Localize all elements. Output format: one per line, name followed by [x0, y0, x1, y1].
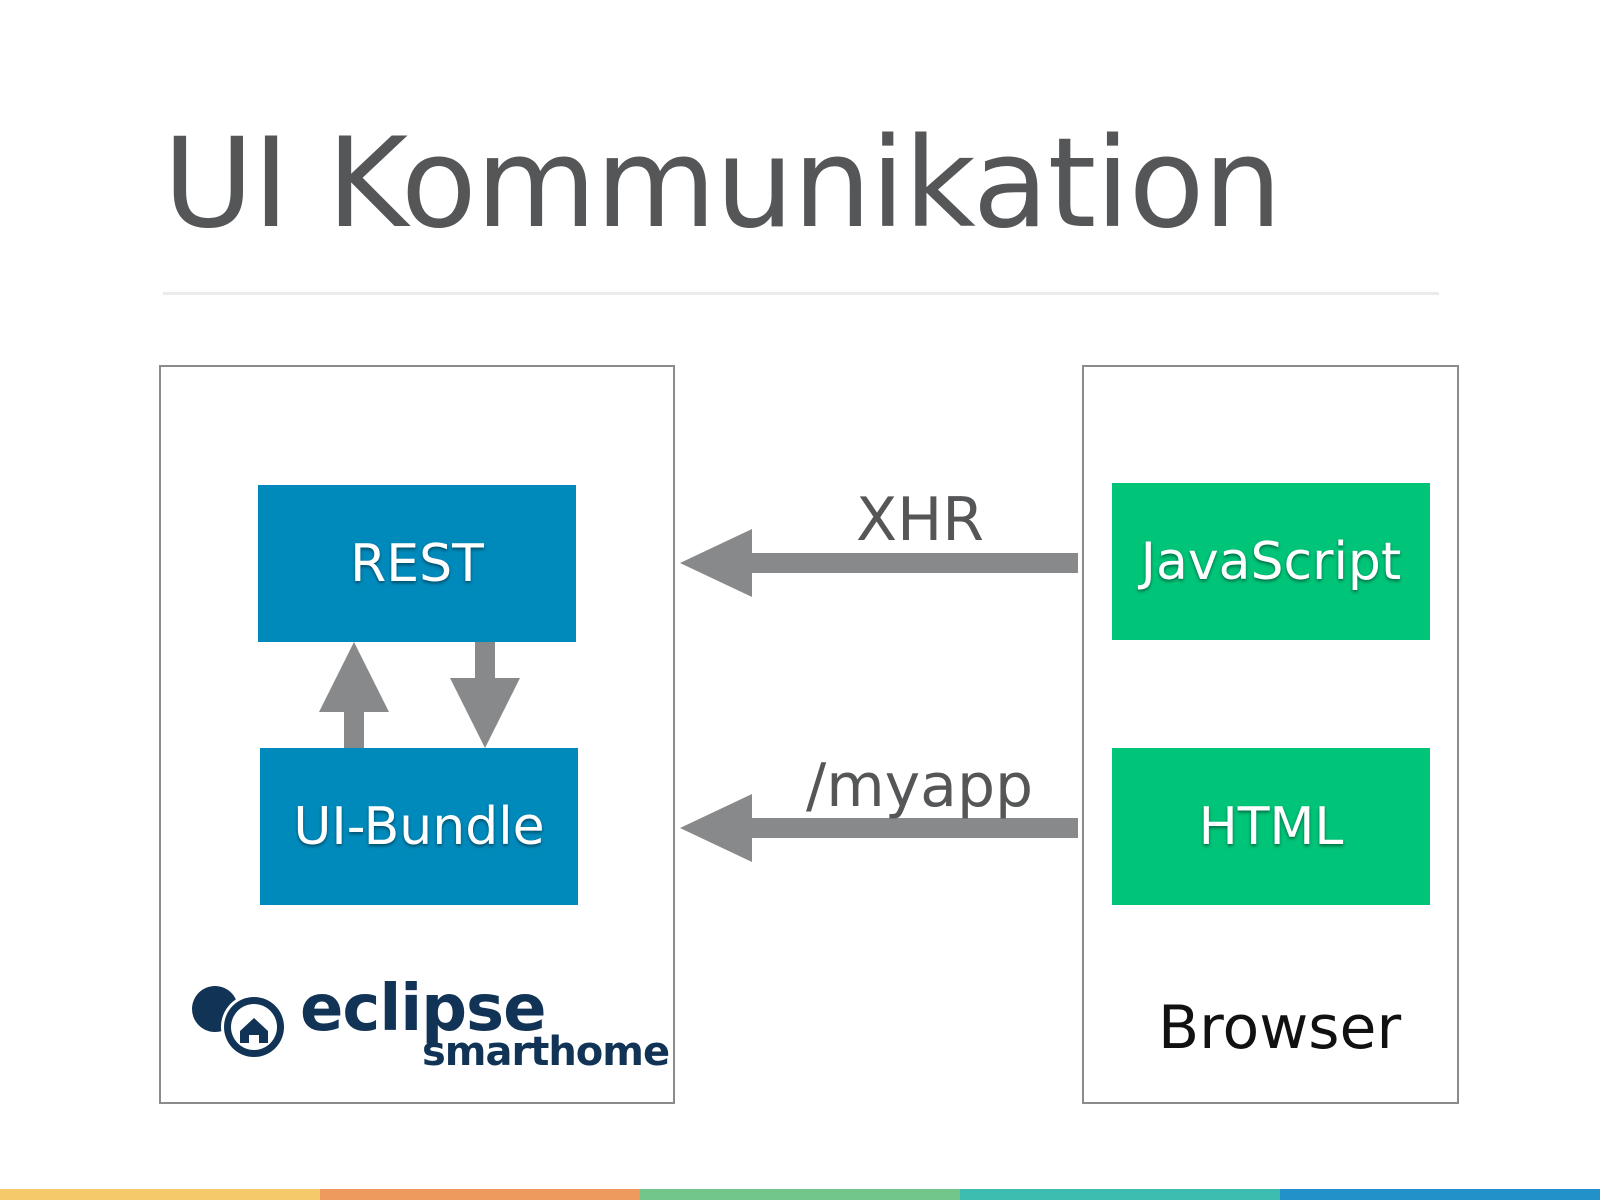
arrow-xhr-shaft [745, 553, 1078, 573]
rest-label: REST [350, 533, 484, 594]
javascript-label: JavaScript [1140, 531, 1402, 592]
title-divider [163, 292, 1439, 295]
bottom-bar-segment [1280, 1189, 1600, 1200]
ui-bundle-label: UI-Bundle [293, 796, 545, 857]
slide-title: UI Kommunikation [163, 112, 1282, 256]
eclipse-wordmark: eclipse [300, 972, 547, 1046]
bottom-color-bar [0, 1189, 1600, 1200]
eclipse-house-icon [192, 986, 287, 1060]
bottom-bar-segment [640, 1189, 960, 1200]
arrow-xhr-head [680, 529, 752, 597]
bottom-bar-segment [0, 1189, 320, 1200]
myapp-edge-label: /myapp [806, 751, 1034, 821]
javascript-box: JavaScript [1112, 483, 1430, 640]
arrow-myapp-head [680, 794, 752, 862]
bottom-bar-segment [960, 1189, 1280, 1200]
ui-bundle-box: UI-Bundle [260, 748, 578, 905]
browser-label: Browser [1158, 993, 1402, 1063]
bottom-bar-segment [320, 1189, 640, 1200]
html-box: HTML [1112, 748, 1430, 905]
xhr-edge-label: XHR [856, 485, 984, 555]
arrow-myapp-shaft [745, 818, 1078, 838]
rest-box: REST [258, 485, 576, 642]
eclipse-smarthome-logo: eclipse smarthome [190, 977, 670, 1075]
smarthome-wordmark: smarthome [422, 1029, 670, 1075]
html-label: HTML [1198, 796, 1344, 857]
